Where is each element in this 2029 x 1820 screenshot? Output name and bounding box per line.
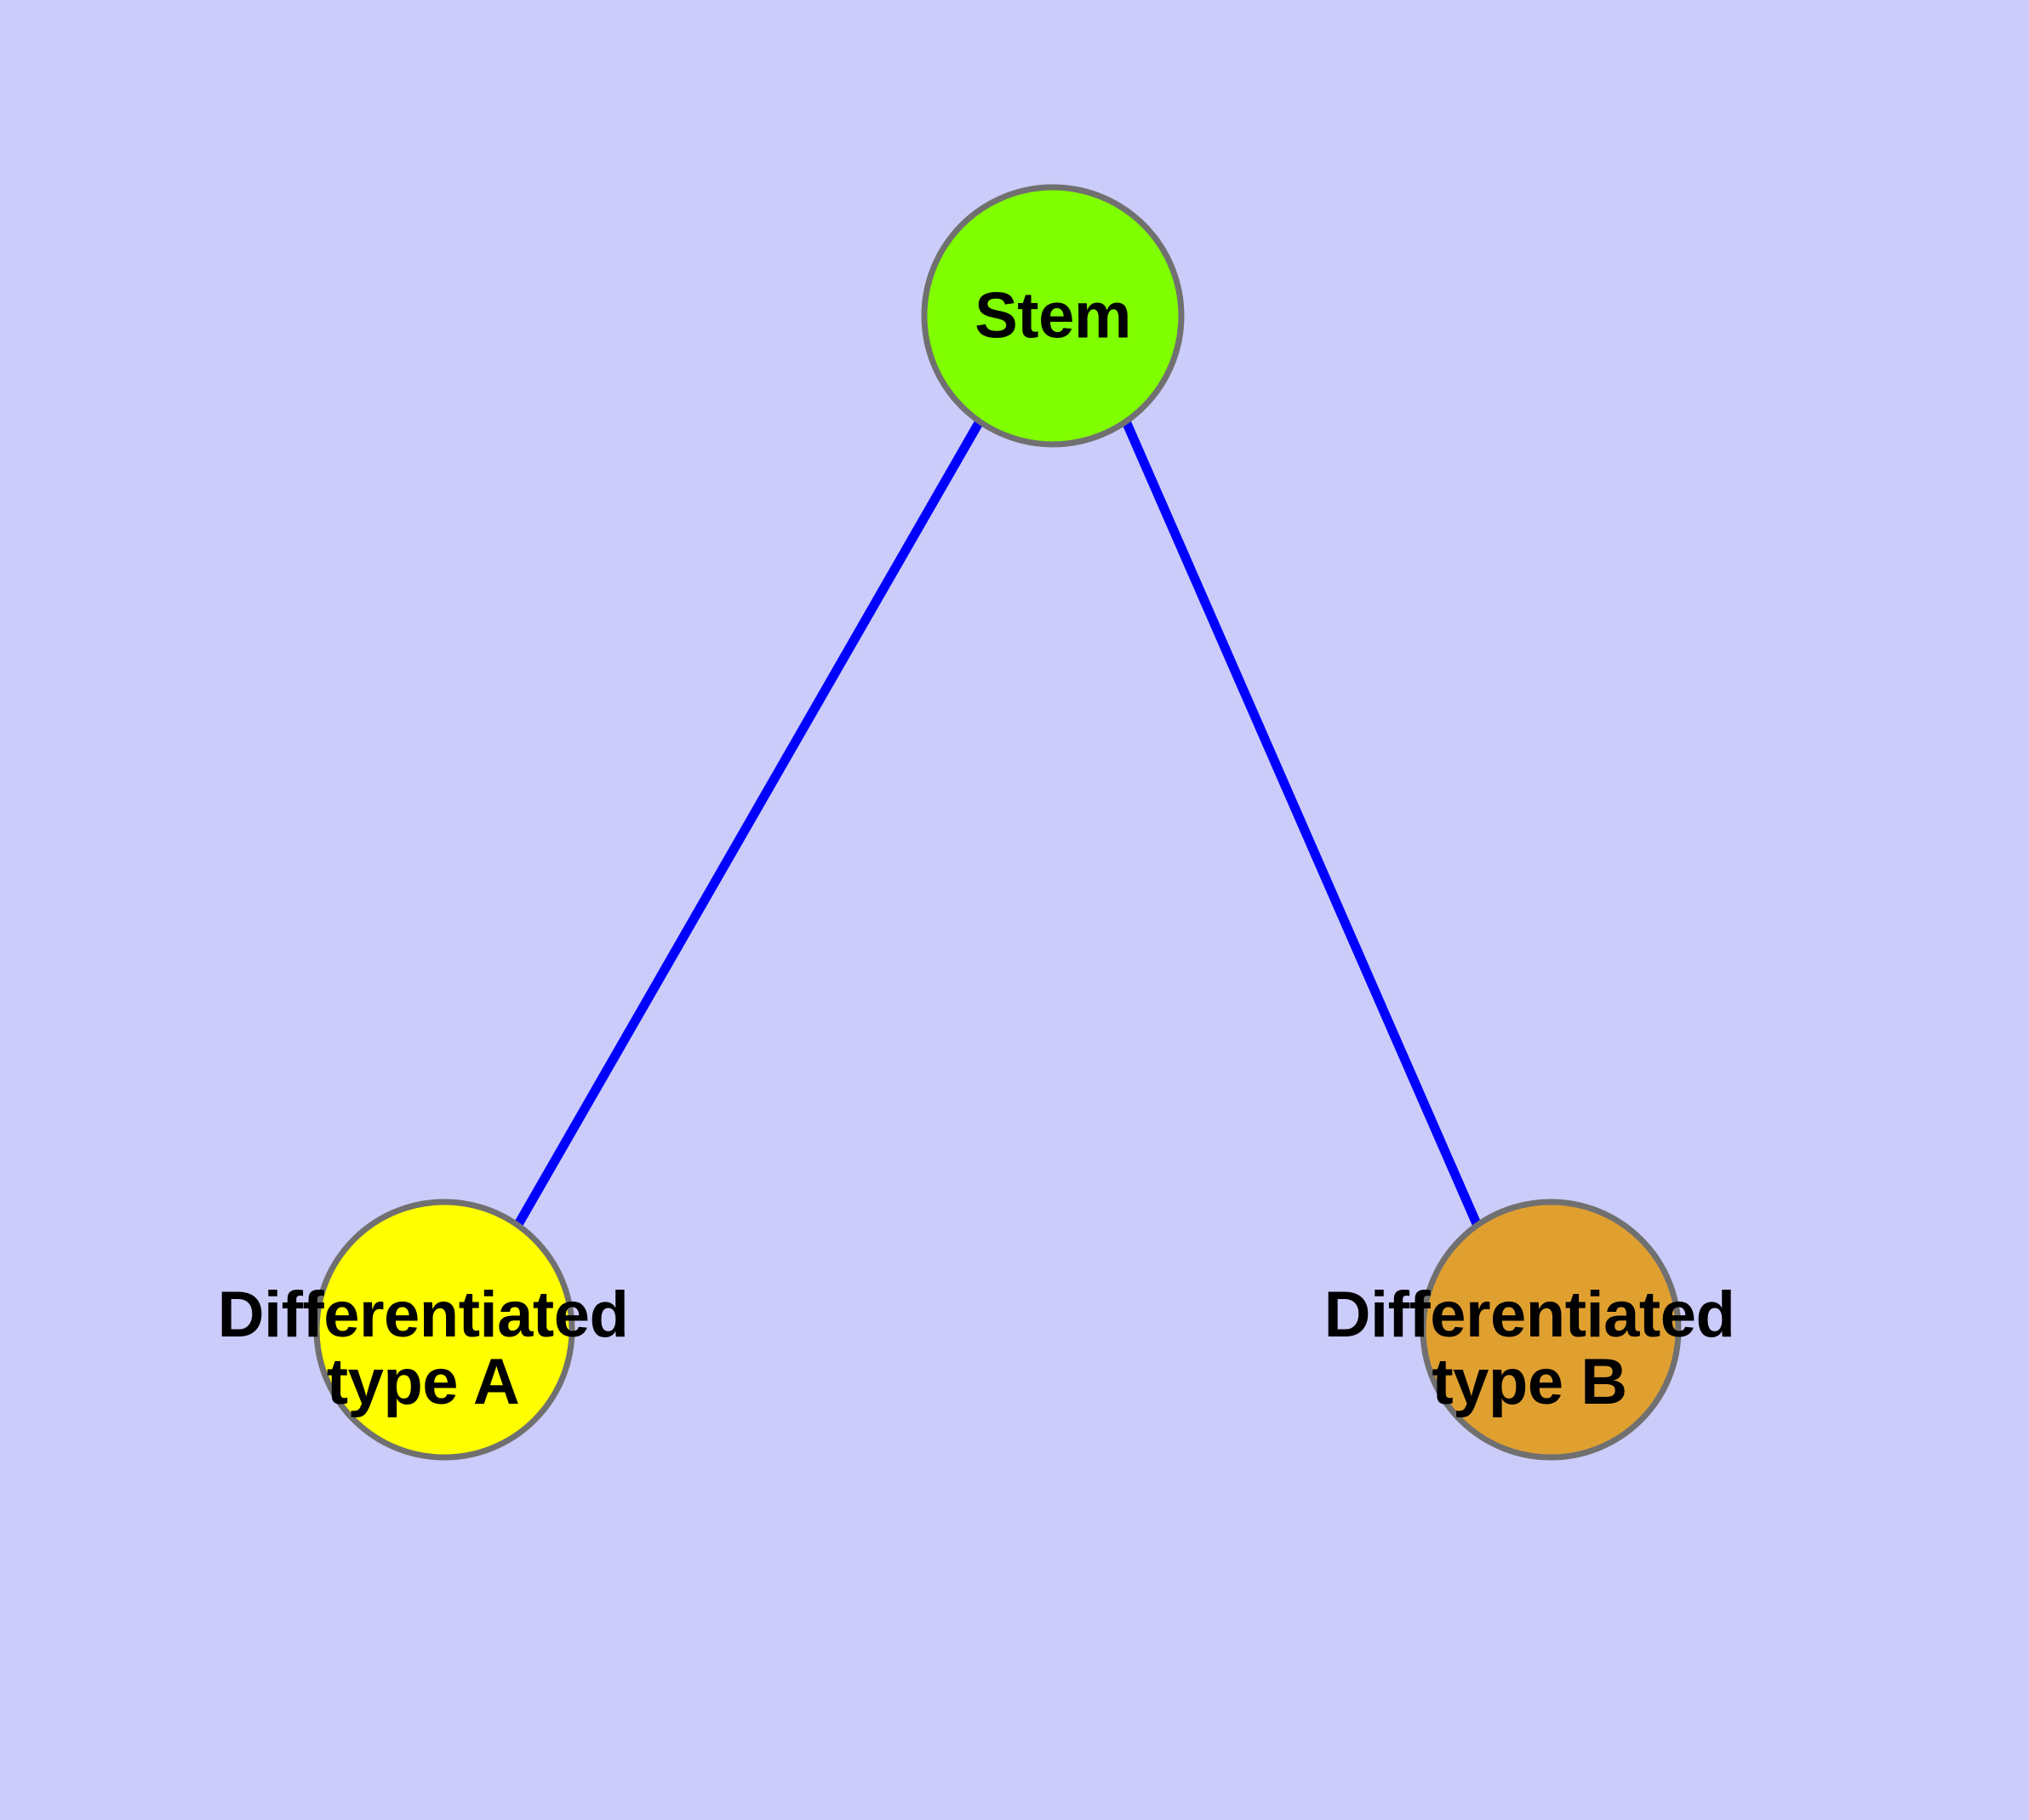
node-differentiated-type-a[interactable]: [313, 1199, 575, 1461]
node-differentiated-type-b[interactable]: [1420, 1199, 1682, 1461]
edge-stem-to-differentiated-type-b[interactable]: [1121, 419, 1483, 1228]
edge-stem-to-differentiated-type-a[interactable]: [513, 419, 984, 1228]
node-stem[interactable]: [921, 184, 1185, 448]
node-layer: [313, 184, 1682, 1461]
edge-layer: [513, 419, 1483, 1228]
